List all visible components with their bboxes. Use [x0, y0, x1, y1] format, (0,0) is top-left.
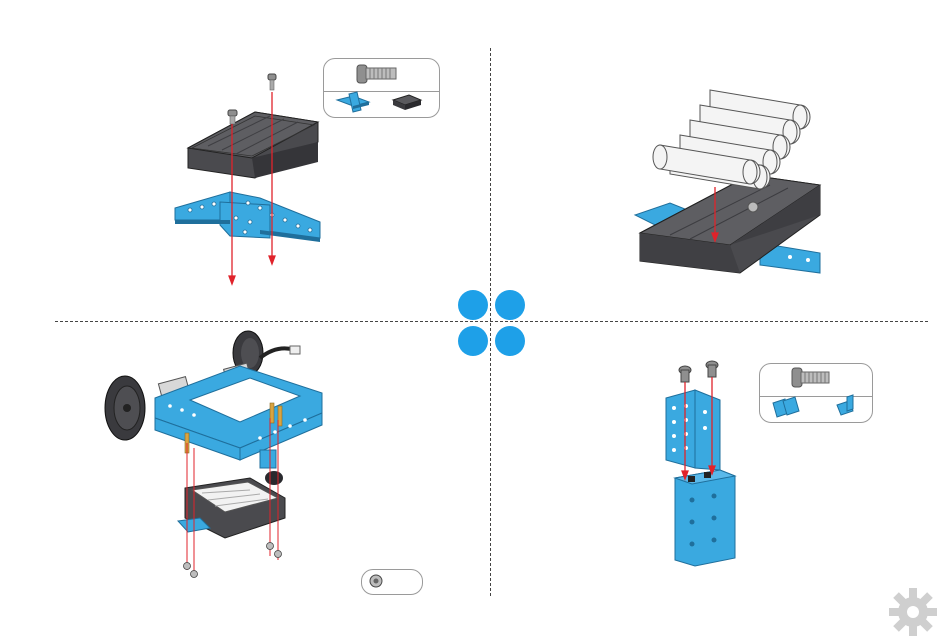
screw-icon	[357, 65, 396, 83]
screw-top-right	[268, 74, 276, 90]
step-2-dot	[495, 290, 525, 320]
step-1-illustration	[170, 70, 330, 290]
vertical-divider	[490, 48, 491, 596]
battery-holder-icon	[393, 95, 421, 110]
step-4-parts	[759, 363, 871, 421]
step-4-illustration	[660, 360, 760, 570]
nut-icon	[370, 575, 382, 587]
gear-icon	[887, 586, 939, 638]
step-1-dot	[458, 290, 488, 320]
step-3-dot	[458, 326, 488, 356]
bracket-pair-icon	[773, 397, 799, 417]
battery-box	[188, 112, 318, 178]
step-3-illustration	[100, 338, 340, 593]
screw-icon	[792, 368, 829, 387]
left-wheel	[105, 376, 145, 440]
horizontal-divider	[55, 321, 928, 322]
step-4-dot	[495, 326, 525, 356]
step-2-illustration	[630, 85, 830, 290]
step-1-parts	[323, 58, 438, 116]
step-3-parts	[361, 569, 421, 593]
cross-plate-icon	[337, 92, 369, 112]
cross-plate	[175, 192, 320, 238]
small-bracket-icon	[837, 395, 853, 415]
